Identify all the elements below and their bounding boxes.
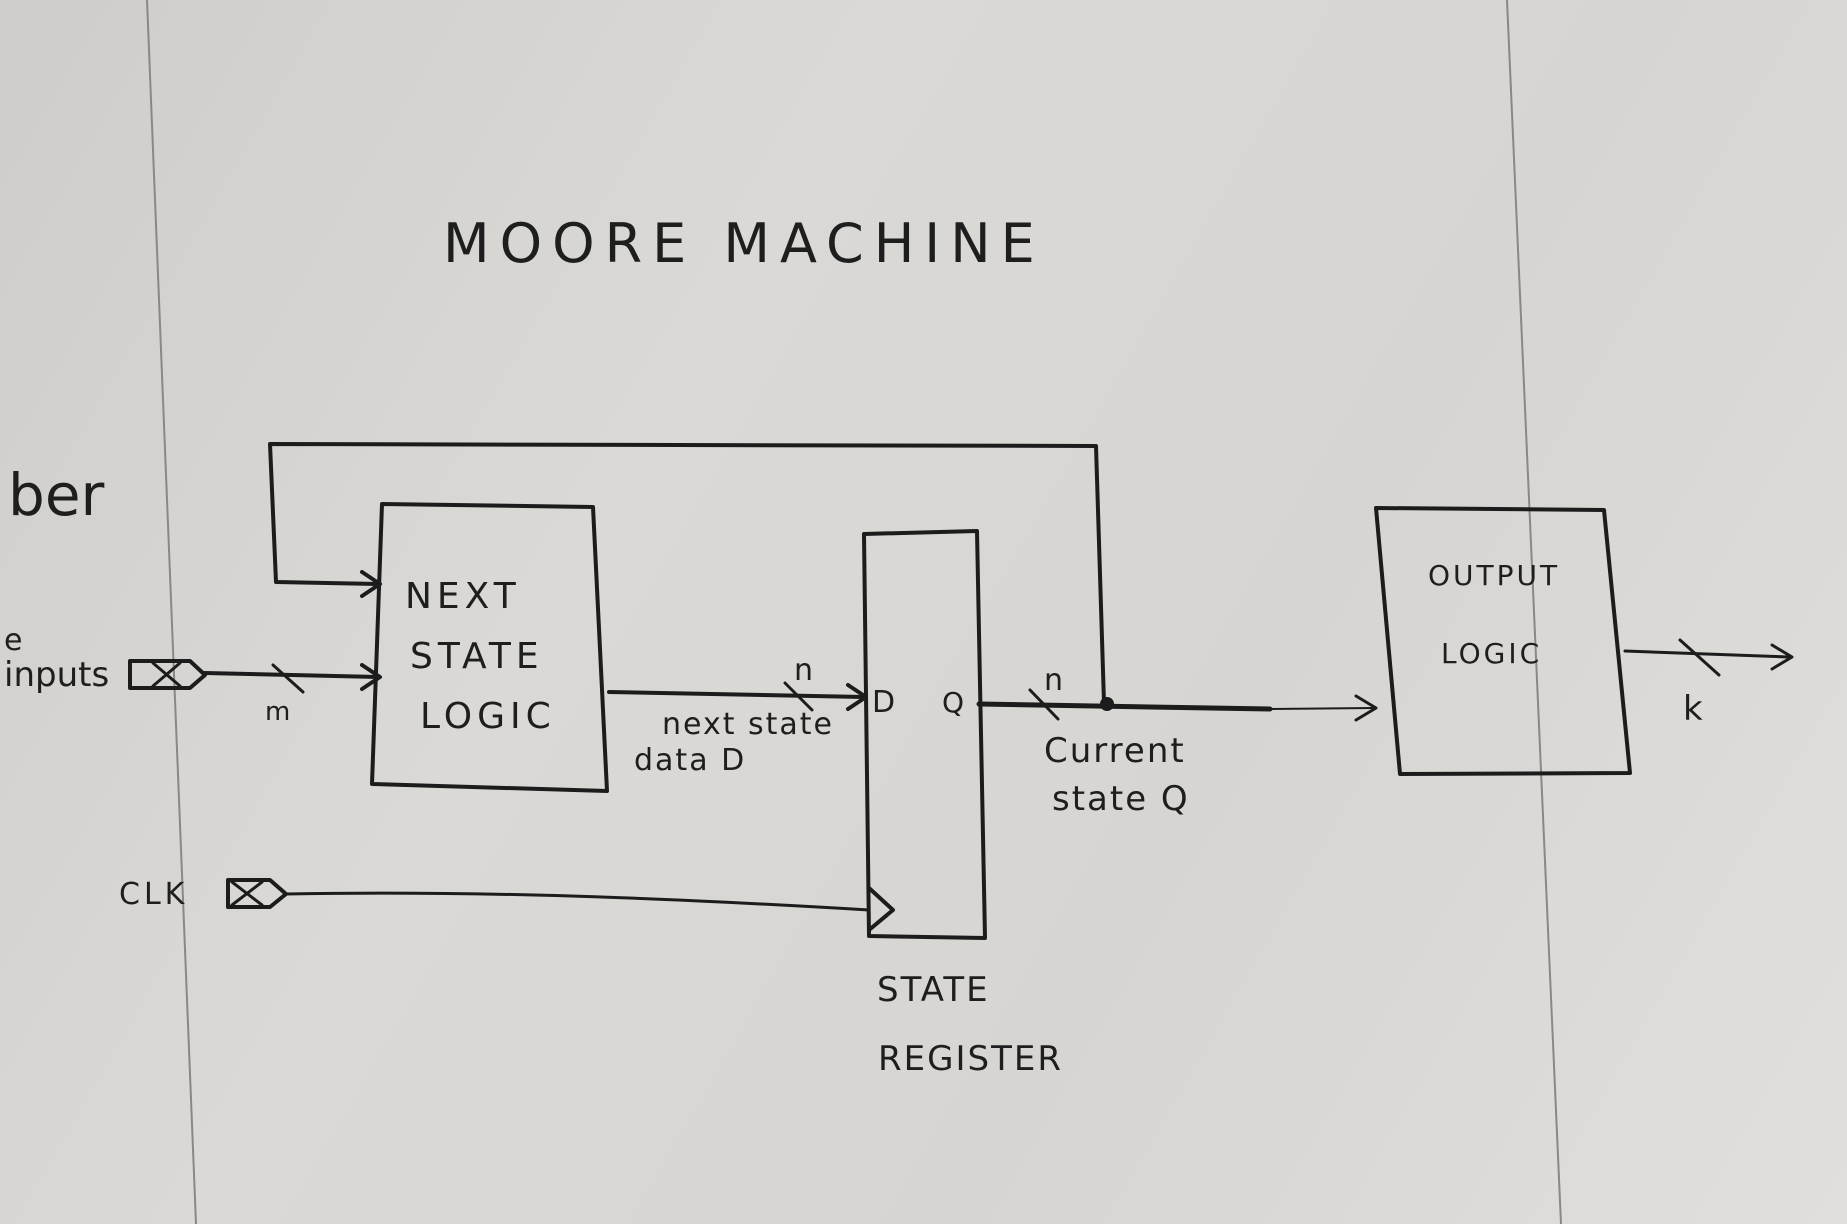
output-block-line2: LOGIC — [1441, 637, 1542, 670]
feedback-wire — [268, 442, 1106, 705]
register-label-line1: STATE — [877, 970, 990, 1010]
next-state-block-line1: NEXT — [405, 576, 521, 617]
clock-input-triangle-icon — [867, 886, 895, 932]
output-block-line1: OUTPUT — [1428, 559, 1560, 592]
current-state-bus-width: n — [1044, 663, 1063, 698]
next-state-label-line2: data D — [634, 743, 746, 778]
next-state-bus-width: n — [794, 653, 813, 688]
board-seam-left — [146, 0, 197, 1224]
current-state-wire — [976, 701, 1273, 712]
current-state-bus-tick — [1028, 688, 1060, 721]
input-bus-tick — [271, 663, 305, 694]
output-bus-tick — [1678, 638, 1721, 677]
next-state-block-line2: STATE — [410, 636, 544, 677]
input-bus-width: m — [265, 697, 290, 727]
output-logic-box — [1374, 506, 1632, 776]
clock-wire — [284, 891, 871, 912]
register-label-line2: REGISTER — [878, 1039, 1063, 1079]
junction-dot — [1100, 697, 1114, 711]
current-state-wire-thin — [1269, 707, 1375, 710]
output-arrowhead — [1770, 643, 1794, 671]
output-wire — [1623, 649, 1792, 659]
current-state-arrowhead — [1354, 694, 1378, 722]
state-register-box — [862, 529, 987, 940]
register-port-d: D — [872, 685, 895, 720]
next-state-bus-tick — [783, 681, 814, 712]
next-state-wire — [607, 690, 866, 699]
board-seam-right — [1506, 0, 1562, 1224]
inputs-arrowhead — [360, 663, 382, 691]
clock-pin-icon — [226, 878, 288, 909]
next-state-label-line1: next state — [662, 707, 834, 742]
next-state-logic-box — [370, 502, 609, 793]
register-port-q: Q — [942, 686, 964, 719]
edge-text-fragment: e — [4, 623, 22, 658]
diagram-title: MOORE MACHINE — [443, 212, 1045, 275]
current-state-label-line2: state Q — [1052, 779, 1190, 819]
clock-label: CLK — [119, 877, 188, 912]
next-state-block-line3: LOGIC — [420, 696, 556, 737]
inputs-pin-icon — [128, 659, 207, 690]
current-state-label-line1: Current — [1044, 731, 1186, 771]
edge-text-partial: ber — [8, 461, 105, 529]
output-bus-width: k — [1683, 689, 1703, 729]
inputs-wire — [203, 671, 380, 679]
inputs-label: inputs — [4, 655, 109, 695]
